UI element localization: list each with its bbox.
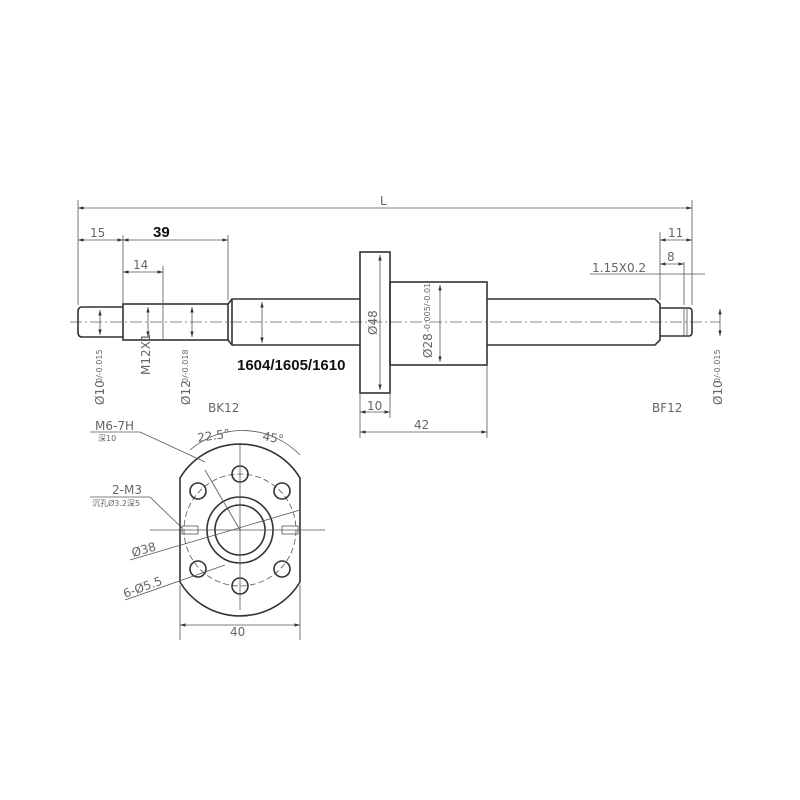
set-screw-note: 沉孔Ø3.2深5 [92,498,140,508]
right-support-label: BF12 [652,401,682,415]
bearing-dia-label: Ø12 [179,380,193,405]
holes-label: 6-Ø5.5 [121,574,164,601]
length-label: L [380,194,387,208]
left-end-dia-label: Ø10 [93,380,107,405]
left-end-tol: 0/-0.015 [95,349,104,383]
dim-8-label: 8 [667,250,675,264]
bearing-tol: 0/-0.018 [181,349,190,383]
flange-dia-label: Ø48 [366,310,380,335]
model-label: 1604/1605/1610 [237,357,345,374]
nut-length-label: 42 [414,418,429,432]
right-end-tol: 0/-0.015 [713,349,722,383]
dim-39-label: 39 [153,224,170,241]
groove-label: 1.15X0.2 [592,261,646,275]
dim-14-label: 14 [133,258,148,272]
angle-22-5-label: 22.5° [196,427,230,445]
screw-shaft [77,298,693,346]
nut-tol: -0.005/-0.01 [423,283,432,332]
dim-15-label: 15 [90,226,105,240]
width-label: 40 [230,625,245,639]
left-support-label: BK12 [208,401,239,415]
flange-thickness-label: 10 [367,399,382,413]
angle-45-label: 45° [261,429,284,446]
dimensions [77,200,722,438]
right-end-dia-label: Ø10 [711,380,725,405]
dim-11-label: 11 [668,226,683,240]
set-screw-label: 2-M3 [112,483,142,497]
thread-label: M12X1 [139,334,153,375]
nut-dia-label: Ø28 [421,333,435,358]
oil-port-depth: 深10 [98,434,116,443]
oil-port-label: M6-7H [95,419,134,433]
ball-nut [359,251,488,394]
bolt-circle-label: Ø38 [130,540,158,560]
flange-end-view [90,430,325,640]
